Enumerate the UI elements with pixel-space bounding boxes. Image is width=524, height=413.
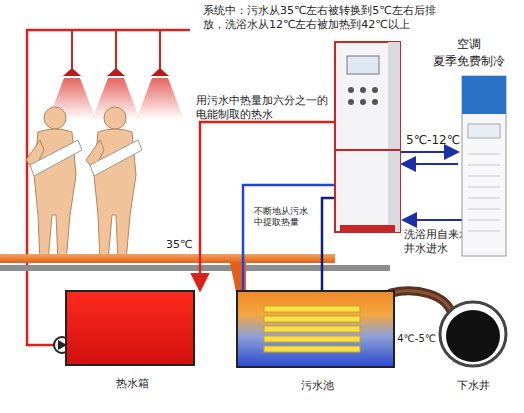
towels — [30, 140, 142, 176]
node-label: 夏季免费制冷 — [420, 53, 518, 70]
well-shape — [438, 298, 508, 370]
annotation-text: 不断地从污水中提取热量 — [254, 206, 316, 228]
ac-node: 空调夏季免费制冷 — [420, 34, 518, 258]
tank-node: 热水箱 — [65, 290, 195, 366]
drain-pipe-connector — [391, 291, 452, 314]
heat-pump-unit — [335, 42, 400, 232]
annotation-text: 35℃ — [166, 238, 192, 252]
heat-exchanger-coil — [238, 292, 393, 366]
drain-pipe — [0, 265, 390, 271]
well-node: 下水井 — [438, 298, 508, 370]
annotation-text: 5℃-12℃ — [406, 133, 460, 149]
edge-label: 4℃-5℃ — [396, 332, 437, 345]
hot-supply-pipe — [200, 122, 335, 290]
node-label: 空调 — [420, 36, 518, 53]
node-label: 污水池 — [238, 378, 397, 393]
annotation-text: 用污水中热量加六分之一的电能制取的热水 — [196, 94, 332, 123]
node-label: 热水箱 — [67, 376, 197, 391]
node-label: 下水井 — [438, 378, 508, 393]
shower-heads — [48, 30, 184, 120]
sewage-loop-pipe — [243, 185, 335, 290]
cold-pipe — [402, 163, 458, 165]
pool-node: 污水池 — [236, 290, 395, 368]
wastewater-channel — [0, 254, 335, 263]
annotation-text: 系统中：污水从35℃左右被转换到5℃左右后排放，洗浴水从12℃左右被加热到42℃… — [203, 4, 455, 33]
inlet-pipe — [403, 219, 462, 221]
sewage-loop-pipe — [322, 198, 335, 290]
cold-pipe — [400, 151, 458, 153]
bathing-people — [26, 107, 136, 262]
